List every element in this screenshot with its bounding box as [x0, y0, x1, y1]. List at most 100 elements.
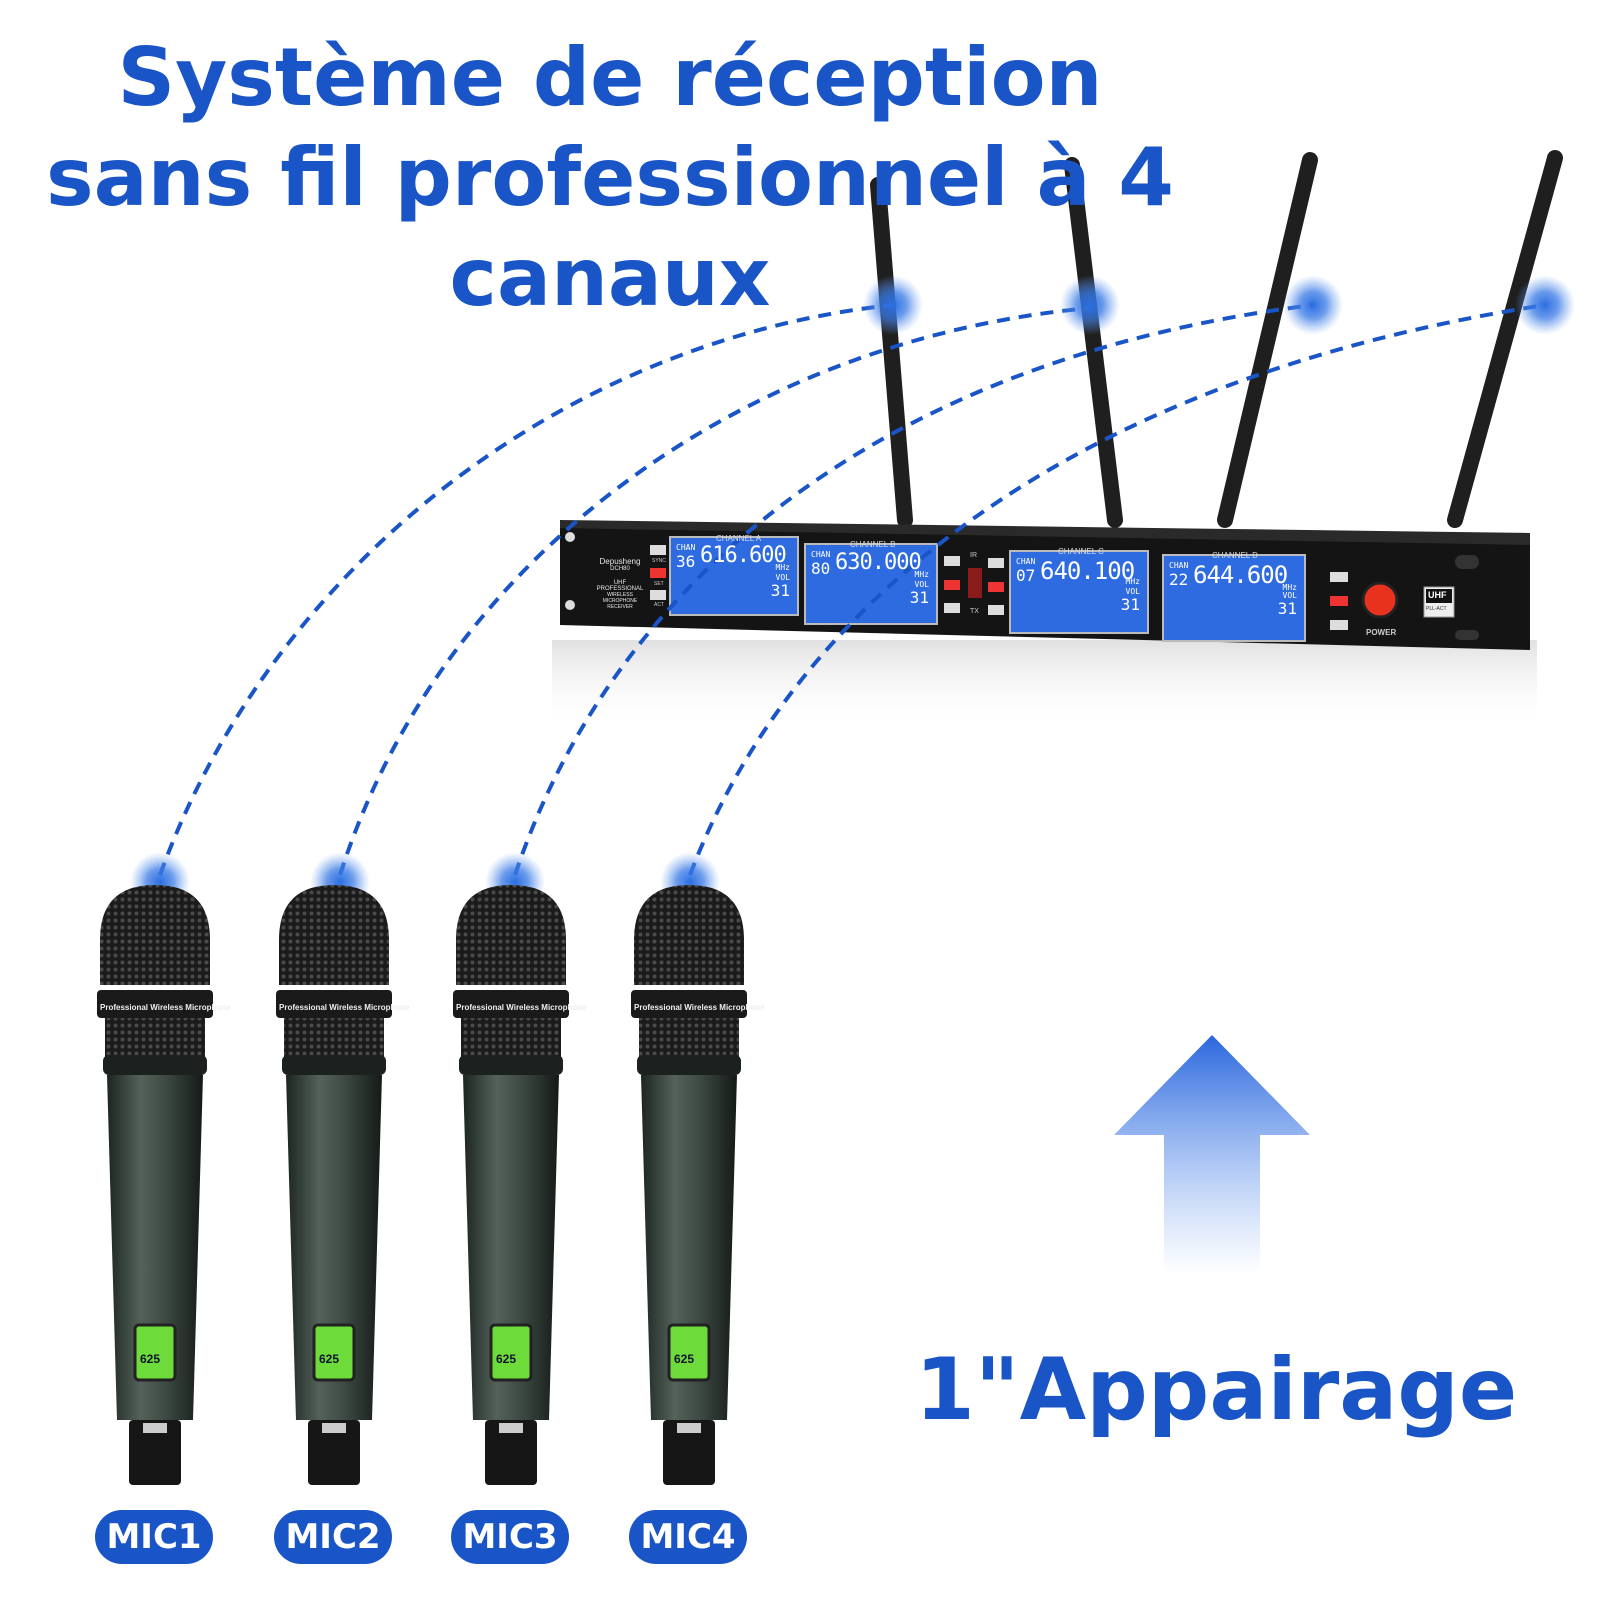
act-button-label: ACT [654, 602, 664, 608]
mic1-lcd-value: 625 [140, 1352, 161, 1366]
mic-lower-grille [639, 1018, 739, 1058]
lcd-vol-label: VOL [1125, 587, 1140, 596]
mic4-band-text: Professional Wireless Microphone [634, 1003, 765, 1012]
lcd-frequency: 640.100 [1040, 557, 1135, 585]
uhf-badge: UHF [1428, 590, 1447, 600]
pll-badge: PLL-ACT [1426, 606, 1447, 612]
mic-lower-grille [105, 1018, 205, 1058]
channel-label-c: CHANNEL C [1058, 547, 1104, 556]
microphone-3 [453, 885, 569, 1485]
mic2-band-text: Professional Wireless Microphone [279, 1003, 410, 1012]
receiver-reflection [552, 640, 1537, 730]
lcd-vol-value: 31 [909, 588, 929, 607]
mic-bottom-cap [485, 1420, 537, 1485]
mic-band [97, 990, 213, 1018]
receiver-subtitle-2: WIRELESS MICROPHONE RECEIVER [602, 592, 638, 610]
receiver-subtitle-1: UHF PROFESSIONAL [596, 580, 644, 592]
power-knob [1361, 581, 1399, 619]
signal-arc-3 [513, 303, 1314, 876]
mic-grille [279, 885, 389, 985]
lcd-vol-label: VOL [1282, 591, 1297, 600]
channel-label-a: CHANNEL A [716, 534, 762, 543]
mic-ring [103, 1055, 207, 1075]
mic-lcd [667, 1323, 711, 1382]
receiver-brand-name: Depusheng [599, 557, 641, 566]
mic-handle [286, 1075, 382, 1420]
lcd-display-d: CHAN 22 644.600 MHz VOL 31 [1163, 555, 1305, 641]
headline: Système de réception sans fil profession… [40, 28, 1180, 328]
antenna-3 [1217, 152, 1318, 528]
lcd-display-c: CHAN 07 640.100 MHz VOL 31 [1010, 551, 1148, 633]
lcd-frequency: 644.600 [1193, 561, 1288, 589]
mic-power-switch [499, 1423, 523, 1433]
mic-handle [107, 1075, 203, 1420]
mic-label-2: MIC2 [274, 1510, 392, 1564]
mic1-band-text: Professional Wireless Microphone [100, 1003, 231, 1012]
mic-label-1: MIC1 [95, 1510, 213, 1564]
signal-arc-2 [338, 306, 1091, 876]
pairing-text: 1"Appairage [915, 1340, 1518, 1440]
mic-lower-grille [284, 1018, 384, 1058]
mic-lcd [489, 1323, 533, 1382]
set-button-label: SET [654, 581, 664, 587]
lcd-vol-label: VOL [914, 580, 929, 589]
lcd-display-a: CHAN 36 616.600 MHz VOL 31 [670, 537, 798, 615]
mic3-lcd-value: 625 [496, 1352, 517, 1366]
lcd-unit: MHz [914, 570, 929, 579]
mic-lcd [312, 1323, 356, 1382]
mic-handle [463, 1075, 559, 1420]
receiver-buttons [650, 545, 1348, 630]
microphone-2 [276, 885, 392, 1485]
headline-line-1: Système de réception [117, 31, 1103, 124]
receiver-body [560, 520, 1530, 650]
microphone-4 [631, 885, 747, 1485]
mic-label-3: MIC3 [451, 1510, 569, 1564]
lcd-frequency: 616.600 [700, 543, 787, 568]
lcd-display-b: CHAN 80 630.000 MHz VOL 31 [805, 544, 937, 624]
mic-ring [282, 1055, 386, 1075]
lcd-chan-number: 07 [1016, 566, 1036, 585]
mic-power-switch [322, 1423, 346, 1433]
mic-grille [100, 885, 210, 985]
lcd-chan-label: CHAN [811, 550, 831, 559]
pairing-arrow [1114, 1035, 1310, 1275]
mic-lcd [133, 1323, 177, 1382]
lcd-d [1162, 554, 1306, 642]
mic4-lcd-value: 625 [674, 1352, 695, 1366]
lcd-frequency: 630.000 [835, 550, 922, 575]
lcd-vol-value: 31 [1120, 595, 1140, 614]
lcd-chan-label: CHAN [1016, 557, 1036, 566]
ir-label: IR [970, 552, 977, 559]
lcd-unit: MHz [775, 563, 790, 572]
lcd-chan-label: CHAN [676, 543, 696, 552]
lcd-vol-label: VOL [775, 573, 790, 582]
channel-label-b: CHANNEL B [850, 540, 896, 549]
microphone-1 [97, 885, 213, 1485]
power-label: POWER [1366, 628, 1397, 637]
sync-button-label: SYNC [652, 558, 666, 564]
antenna-1 [870, 177, 913, 528]
lcd-chan-number: 80 [811, 559, 831, 578]
lcd-vol-value: 31 [1277, 599, 1297, 618]
mic-band [276, 990, 392, 1018]
lcd-c [1009, 550, 1149, 634]
mic-grille [456, 885, 566, 985]
mic-ring [637, 1055, 741, 1075]
lcd-vol-value: 31 [770, 581, 790, 600]
mic-lower-grille [461, 1018, 561, 1058]
tx-label: TX [970, 608, 979, 615]
lcd-chan-label: CHAN [1169, 561, 1189, 570]
lcd-a [669, 536, 799, 616]
lcd-unit: MHz [1282, 583, 1297, 592]
channel-label-d: CHANNEL D [1212, 551, 1258, 560]
mic-bottom-cap [129, 1420, 181, 1485]
receiver-model: DCH80 [610, 566, 630, 572]
mic-label-4: MIC4 [629, 1510, 747, 1564]
mic-bottom-cap [308, 1420, 360, 1485]
mic-power-switch [677, 1423, 701, 1433]
mic-power-switch [143, 1423, 167, 1433]
antennas [870, 150, 1563, 528]
receiver-brand: Depusheng DCH80 UHF PROFESSIONAL WIRELES… [590, 557, 650, 610]
mic-ring [459, 1055, 563, 1075]
